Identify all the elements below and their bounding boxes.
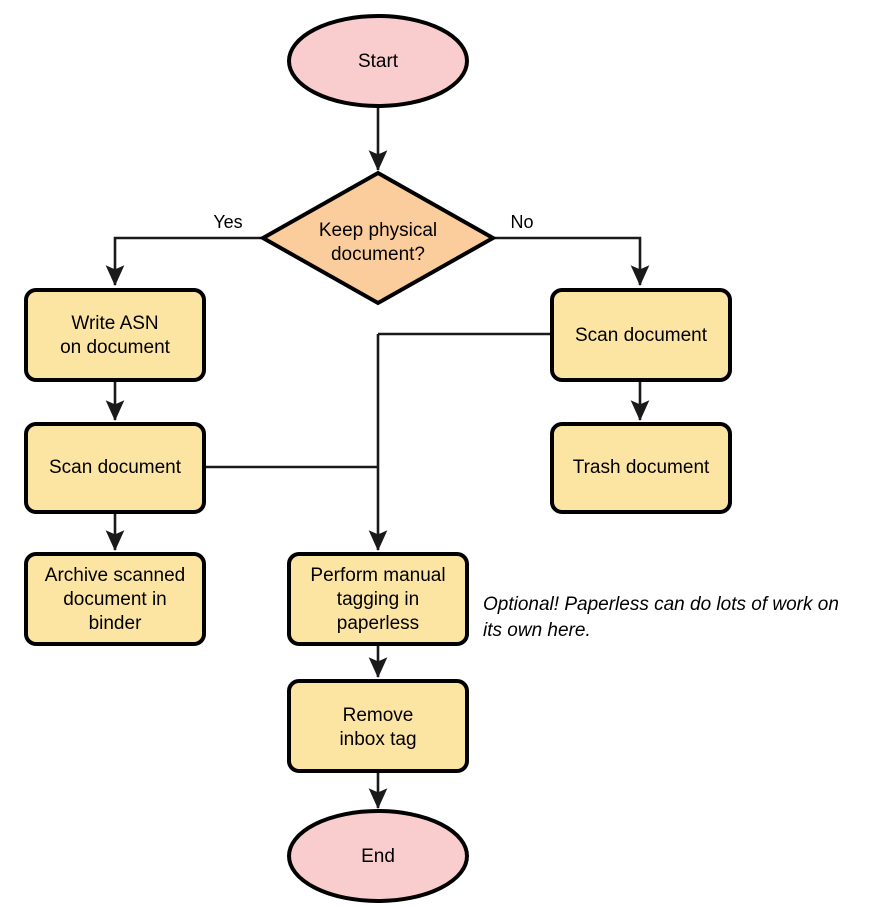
trash-document-label: Trash document [573,457,710,478]
scan-document-right-box-shape [550,288,732,382]
scan-document-right-label: Scan document [575,325,708,346]
connector-layer [105,107,650,810]
tagging-label-line3: paperless [337,613,419,634]
trash-document-box-shape [550,422,732,514]
scan-document-left-label: Scan document [49,457,182,478]
tagging-label-line2: tagging in [337,589,419,610]
node-perform-manual-tagging[interactable]: Perform manual tagging in paperless [287,552,469,646]
decision-label-line2: document? [331,244,425,265]
write-asn-label-line2: on document [60,337,171,358]
node-archive-scanned-document[interactable]: Archive scanned document in binder [24,552,206,646]
node-start[interactable]: Start [287,14,469,108]
decision-diamond-shape [258,170,498,306]
node-write-asn-on-document[interactable]: Write ASN on document [24,288,206,382]
archive-label-line3: binder [89,613,142,634]
end-label: End [361,846,395,867]
write-asn-box-shape [24,288,206,382]
scan-document-left-box-shape [24,422,206,514]
node-remove-inbox-tag[interactable]: Remove inbox tag [287,679,469,773]
edge-decision-no-to-scan-right [493,236,650,287]
decision-label-line1: Keep physical [319,220,437,241]
optional-note-line2: its own here. [483,620,591,641]
archive-label-line2: document in [63,589,167,610]
remove-inbox-tag-label-line1: Remove [343,705,414,726]
node-scan-document-right[interactable]: Scan document [550,288,732,382]
write-asn-label-line1: Write ASN [71,313,158,334]
archive-label-line1: Archive scanned [45,565,185,586]
edge-decision-yes-to-write-asn [105,236,263,287]
archive-box-shape [24,552,206,646]
tagging-box-shape [287,552,469,646]
edge-label-yes: Yes [213,212,242,232]
tagging-label-line1: Perform manual [310,565,445,586]
optional-note-line1: Optional! Paperless can do lots of work … [483,594,839,615]
start-ellipse-shape [287,14,469,108]
end-ellipse-shape [287,809,469,903]
annotation-optional-note: Optional! Paperless can do lots of work … [483,594,839,641]
remove-inbox-tag-label-line2: inbox tag [339,729,416,750]
start-label: Start [358,51,399,72]
node-keep-physical-document-decision[interactable]: Keep physical document? [258,170,498,306]
node-end[interactable]: End [287,809,469,903]
edge-label-no: No [510,212,533,232]
remove-inbox-tag-box-shape [287,679,469,773]
node-trash-document[interactable]: Trash document [550,422,732,514]
node-scan-document-left[interactable]: Scan document [24,422,206,514]
